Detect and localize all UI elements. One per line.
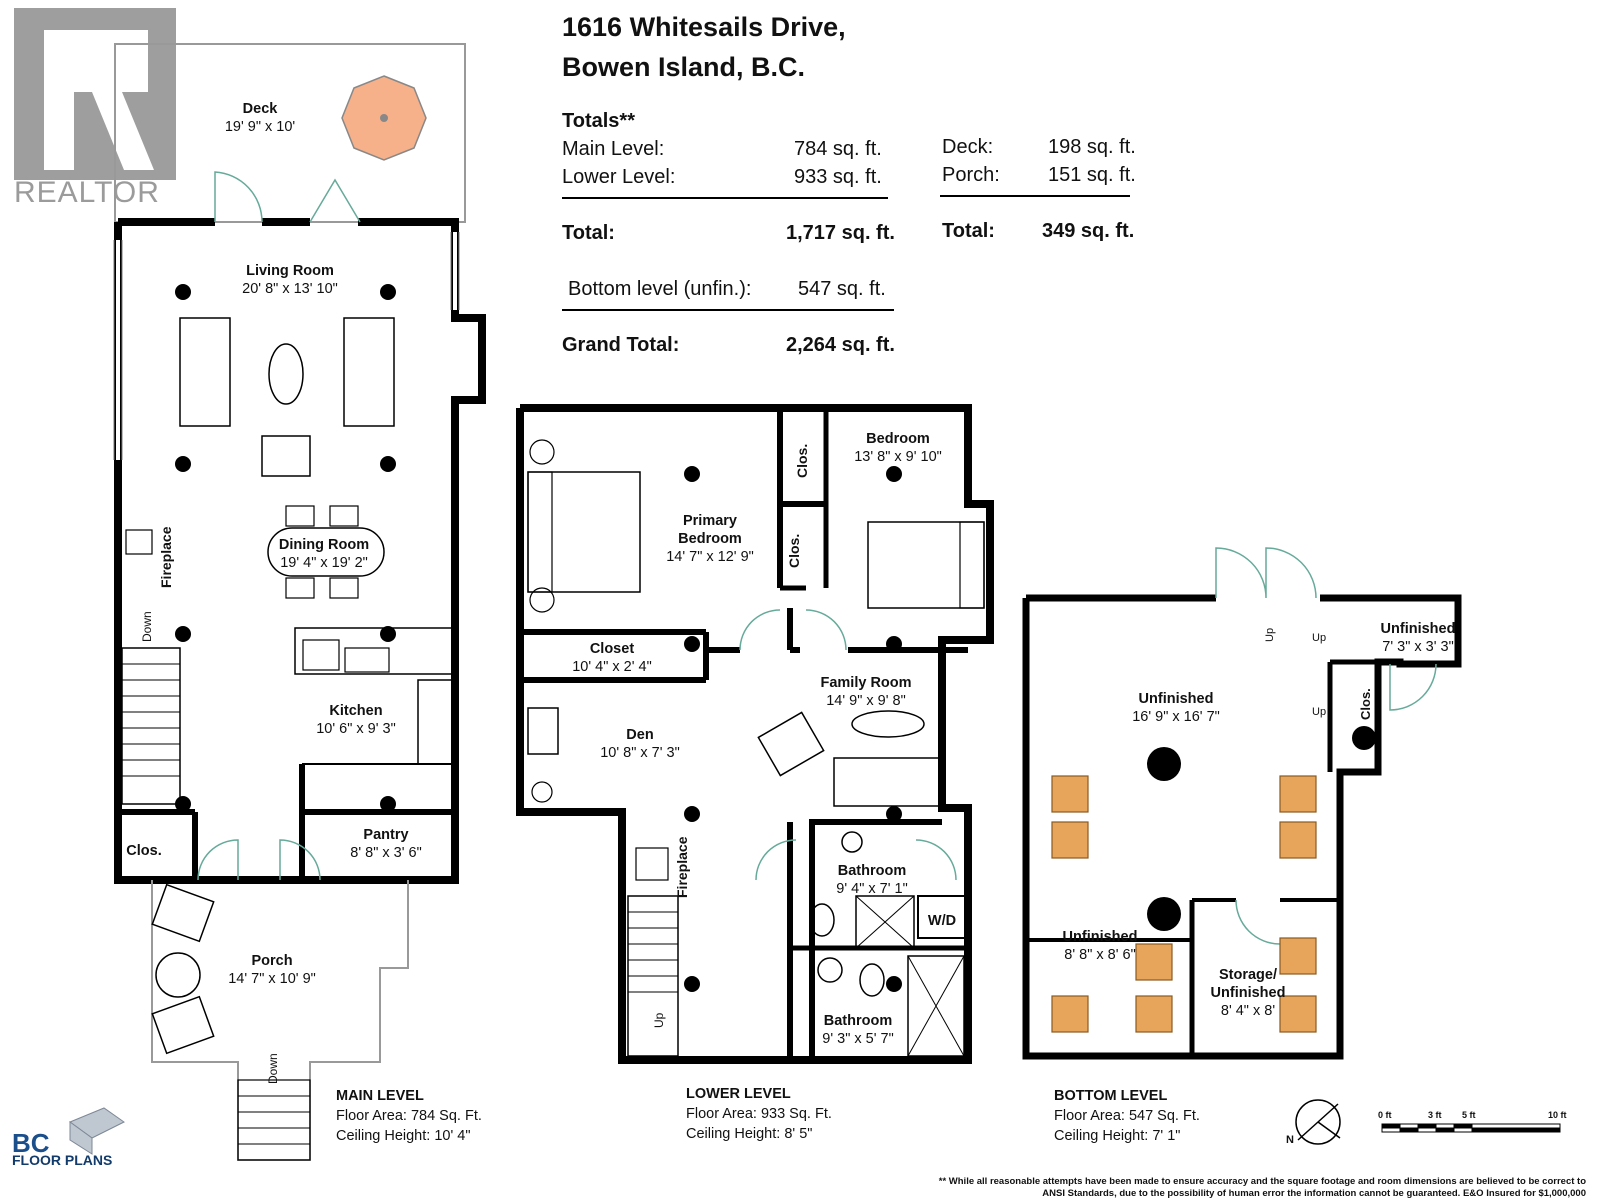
totals-main-label: Main Level: (562, 138, 665, 160)
lower-level-walls (516, 404, 994, 1064)
totals-porch-label: Porch: (942, 164, 1000, 186)
totals-deck-label: Deck: (942, 136, 994, 158)
stairs-down-main (121, 647, 181, 805)
scale-label-0: 0 ft (1378, 1110, 1392, 1120)
stairs-up-label-lower: Up (652, 1012, 666, 1028)
storage-box-icons (1051, 775, 1317, 1033)
totals-total-label: Total: (562, 222, 615, 244)
scale-label-3: 3 ft (1428, 1110, 1442, 1120)
kitchen-counter (294, 627, 456, 675)
bedroom-bed (867, 521, 985, 609)
stairs-down-label-porch: Down (266, 1053, 280, 1084)
stairs-up-label-bottom-3: Up (1312, 706, 1327, 718)
address-line2: Bowen Island, B.C. (562, 52, 806, 82)
sofa-left (179, 317, 231, 427)
scale-bar (1381, 1123, 1561, 1133)
totals-total-value: 1,717 sq. ft. (786, 222, 895, 244)
family-sofa (833, 757, 941, 807)
totals-porch-value: 151 sq. ft. (1048, 164, 1136, 186)
fireplace-main: Fireplace (158, 526, 174, 588)
compass-icon (1295, 1099, 1341, 1145)
scale-label-10: 10 ft (1548, 1110, 1567, 1120)
umbrella-icon (341, 75, 427, 161)
totals-heading: Totals** (562, 110, 635, 132)
closet-lower-1: Clos. (794, 443, 810, 478)
stairs-down-label-main: Down (140, 611, 154, 642)
closet-main: Clos. (126, 843, 162, 859)
totals-grand-label: Grand Total: (562, 334, 680, 356)
stairs-up-label-bottom-1: Up (1264, 627, 1276, 642)
wd-box (917, 895, 967, 939)
level-lower-caption: LOWER LEVEL Floor Area: 933 Sq. Ft. Ceil… (686, 1086, 832, 1142)
bc-floorplans-logo-icon (68, 1107, 125, 1155)
dining-table (267, 527, 385, 577)
sofa-right (343, 317, 395, 427)
address-line1: 1616 Whitesails Drive, (562, 12, 846, 42)
realtor-logo-icon (14, 8, 176, 180)
totals-bottom-label: Bottom level (unfin.): (568, 278, 752, 300)
stairs-up-label-bottom-2: Up (1312, 632, 1327, 644)
wd-label: W/D (927, 913, 957, 929)
totals-deck-value: 198 sq. ft. (1048, 136, 1136, 158)
totals-outdoor-total-label: Total: (942, 220, 995, 242)
scale-label-5: 5 ft (1462, 1110, 1476, 1120)
totals-bottom-value: 547 sq. ft. (798, 278, 886, 300)
closet-lower-2: Clos. (786, 533, 802, 568)
level-main-caption: MAIN LEVEL Floor Area: 784 Sq. Ft. Ceili… (336, 1088, 482, 1144)
totals-main-value: 784 sq. ft. (794, 138, 882, 160)
coffee-table (268, 343, 304, 405)
disclaimer: ** While all reasonable attempts have be… (938, 1176, 1586, 1199)
totals-lower-label: Lower Level: (562, 166, 676, 188)
totals-lower-value: 933 sq. ft. (794, 166, 882, 188)
level-bottom-caption: BOTTOM LEVEL Floor Area: 547 Sq. Ft. Cei… (1054, 1088, 1200, 1144)
floorplans-logo-text: FLOOR PLANS (12, 1152, 113, 1168)
closet-bottom: Clos. (1358, 688, 1373, 720)
compass-north-label: N (1286, 1134, 1294, 1146)
totals-outdoor-total-value: 349 sq. ft. (1042, 220, 1135, 242)
bc-logo-text: BC (12, 1128, 50, 1158)
primary-bed (527, 471, 641, 593)
realtor-wordmark: REALTOR (14, 176, 160, 209)
fireplace-lower: Fireplace (674, 836, 690, 898)
totals-grand-value: 2,264 sq. ft. (786, 334, 895, 356)
